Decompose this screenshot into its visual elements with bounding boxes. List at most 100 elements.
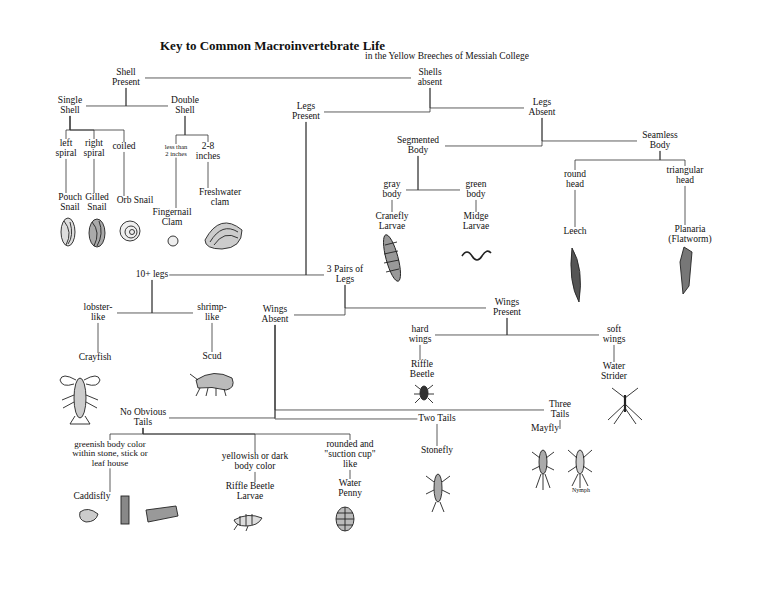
key-text: No Obvious Tails (118, 408, 168, 428)
key-step: 3 Pairs of Legs (324, 265, 366, 285)
key-text: Shell Present (108, 68, 144, 88)
caddisfly-leaf-house (146, 506, 178, 522)
note: in the Yellow Breeches of Messiah Colleg… (365, 52, 595, 62)
key-connector (350, 470, 351, 479)
key-step: 2-8 inches (192, 142, 224, 162)
key-connector (185, 116, 208, 142)
note: Nymph (572, 487, 602, 493)
key-connector (306, 122, 324, 275)
riffle-beetle-larva-segments (234, 514, 252, 531)
fingernail-clam-shell (168, 236, 178, 246)
key-text: rounded and "suction cup" like (322, 440, 378, 470)
key-text: Wings Present (487, 298, 527, 318)
key-step: hard wings (405, 325, 435, 345)
key-text: Water Strider (597, 362, 631, 382)
key-step: Wings Absent (256, 305, 294, 325)
key-connector (559, 420, 560, 429)
freshwater-clam-ridge (210, 229, 238, 245)
key-connector (685, 186, 686, 225)
key-step: Water Strider (596, 362, 632, 382)
key-connector (392, 200, 393, 212)
key-connector (66, 159, 67, 193)
riffle-beetle-body (420, 386, 428, 400)
key-text: Planaria (Flatworm) (662, 225, 718, 245)
key-text: Midge Larvae (459, 212, 493, 232)
caddisfly-larva (80, 509, 98, 522)
caddisfly-case (121, 496, 129, 524)
key-text: Mayfly (531, 424, 559, 434)
key-text: 3 Pairs of Legs (325, 265, 365, 285)
key-connector (124, 152, 125, 196)
key-text: shrimp-like (194, 303, 230, 323)
key-text: yellowish or dark body color (215, 452, 295, 472)
key-text: Cranefly Larvae (372, 212, 412, 232)
key-text: gray body (379, 180, 405, 200)
key-connector (94, 159, 95, 193)
key-step: Water Penny (329, 479, 371, 499)
stonefly-body (434, 474, 442, 502)
key-connector (275, 325, 417, 419)
key-step: Crayfish (78, 353, 113, 363)
key-step: Two Tails (417, 414, 456, 424)
key-connector (110, 468, 111, 492)
key-step: Single Shell (54, 96, 86, 116)
key-connector (418, 156, 460, 190)
key-text: 10+ legs (136, 270, 169, 280)
key-connector (169, 325, 275, 418)
key-text: Stonefly (421, 446, 453, 456)
key-connector (324, 88, 430, 112)
key-step: Planaria (Flatworm) (661, 225, 719, 245)
key-connector (660, 151, 685, 166)
cranefly-larva-body (380, 233, 404, 282)
key-connector (445, 118, 542, 146)
key-text: hard wings (406, 325, 434, 345)
key-connector (614, 345, 615, 362)
key-text: soft wings (600, 325, 628, 345)
key-connector (437, 424, 438, 446)
key-step: Mayfly (530, 424, 560, 434)
key-step: Three Tails (544, 400, 576, 420)
stonefly-legs-tails (426, 476, 450, 512)
key-text: Pouch Snail (56, 193, 84, 213)
key-step: Riffle Beetle Larvae (221, 482, 279, 502)
key-text: Fingernail Clam (150, 208, 194, 228)
key-step: Gilled Snail (82, 193, 112, 213)
pouch-snail-whorl (64, 221, 72, 245)
key-connector (507, 318, 599, 335)
key-connector (476, 200, 477, 212)
key-text: Double Shell (169, 96, 201, 116)
key-text: Gilled Snail (83, 193, 111, 213)
key-connector (143, 428, 255, 452)
key-text: Scud (203, 352, 222, 362)
key-text: less than 2 inches (163, 144, 189, 158)
key-connector (169, 122, 306, 275)
pouch-snail-shell (61, 218, 75, 246)
key-step: Leech (562, 227, 587, 237)
key-text: Three Tails (545, 400, 575, 420)
planaria-body (680, 247, 692, 294)
key-connector (126, 88, 168, 106)
crayfish-legs (60, 376, 100, 424)
key-text: Caddisfly (74, 492, 111, 502)
key-text: greenish body color within stone, stick … (68, 440, 152, 468)
key-step: Scud (202, 352, 223, 362)
key-connector (70, 116, 94, 139)
key-step: Cranefly Larvae (371, 212, 413, 232)
key-step: shrimp-like (193, 303, 231, 323)
key-step: yellowish or dark body color (214, 452, 296, 472)
key-text: Seamless Body (638, 131, 682, 151)
key-step: Double Shell (168, 96, 202, 116)
key-text: Leech (563, 227, 586, 237)
key-connector (406, 156, 418, 190)
key-text: lobster-like (80, 303, 116, 323)
key-step: round head (559, 170, 591, 190)
gilled-snail-whorl (92, 221, 101, 246)
key-text: Segmented Body (392, 136, 444, 156)
gilled-snail-shell (89, 219, 105, 247)
key-connector (208, 162, 209, 188)
key-step: Legs Present (288, 102, 324, 122)
key-step: Riffle Beetle (406, 360, 438, 380)
key-connector (345, 285, 486, 308)
